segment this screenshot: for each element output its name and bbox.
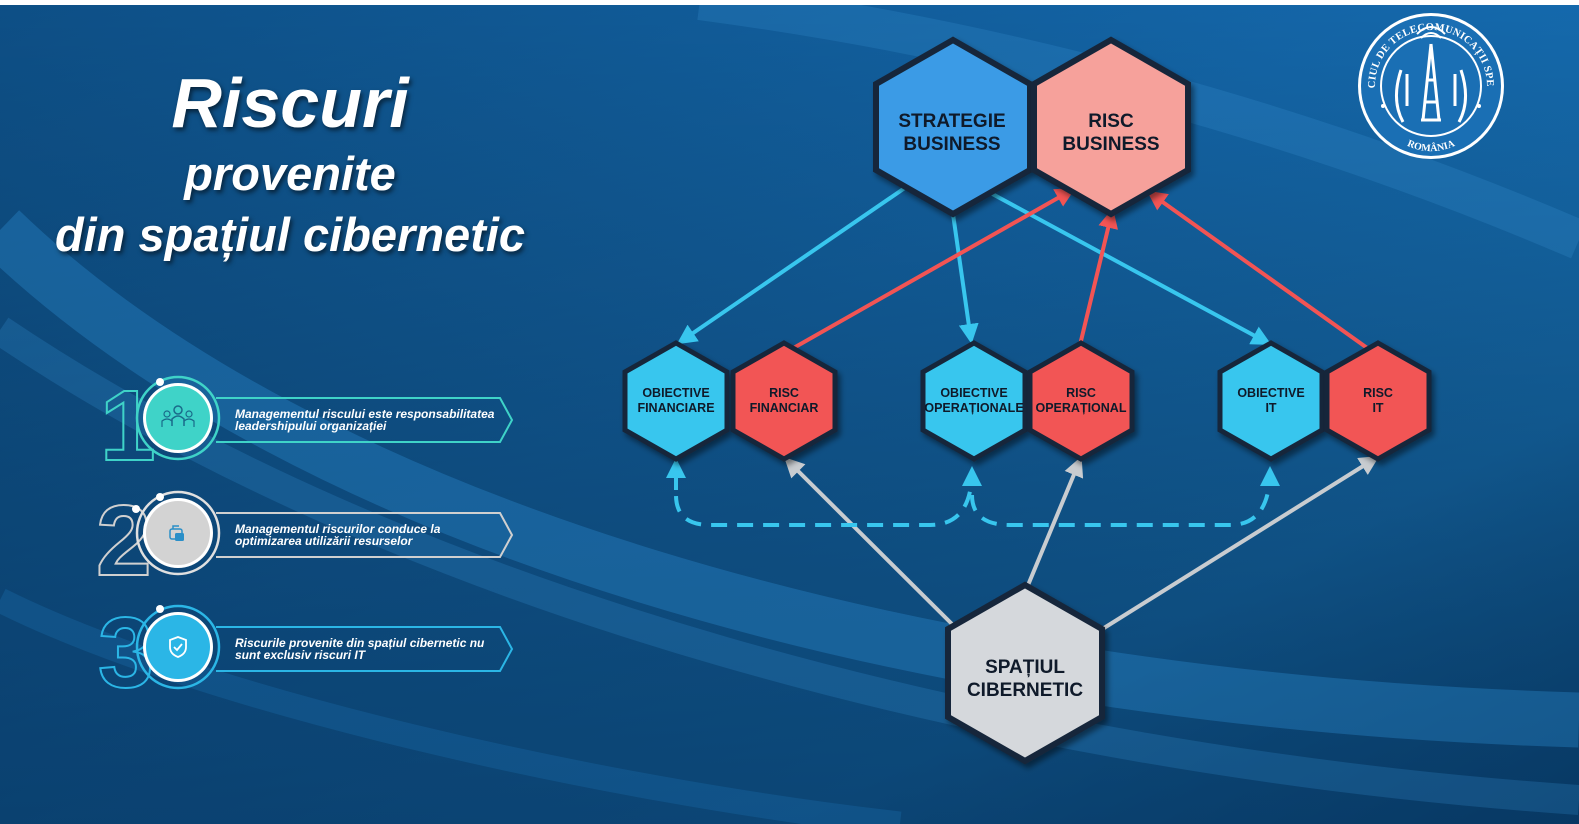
arrow-risc-financiar-to-business: [789, 188, 1076, 352]
hex-obiective-it: [1217, 340, 1325, 462]
arrow-strategy-to-obj-it: [984, 188, 1272, 345]
risc-business-line1: RISC: [1088, 111, 1134, 132]
risc-operational-line1: RISC: [1066, 386, 1096, 400]
hex-risc-operational: [1027, 340, 1135, 462]
page-subtitle-1: provenite: [184, 147, 396, 200]
card-text-3: Riscurile provenite din spațiul cibernet…: [235, 636, 485, 662]
spatiul-line2: CIBERNETIC: [967, 680, 1083, 701]
dashed-link-operationale-it: [970, 466, 1280, 527]
arrow-strategy-to-obj-operationale: [950, 206, 979, 344]
page-title: Riscuri: [171, 64, 409, 142]
obiective-it-line1: OBIECTIVE: [1237, 386, 1304, 400]
risc-business-line2: BUSINESS: [1062, 134, 1159, 155]
spatiul-line1: SPAȚIUL: [985, 657, 1065, 678]
obiective-operationale-line1: OBIECTIVE: [940, 386, 1007, 400]
info-card-1: 1 Managementul riscului este responsabil…: [92, 369, 522, 483]
hex-spatiul-cibernetic: [945, 581, 1105, 765]
arrow-cyber-to-risc-financiar: [784, 457, 962, 634]
arrow-risc-operational-to-business: [1078, 208, 1118, 346]
sts-emblem-logo: SERVICIUL DE TELECOMUNICAȚII SPECIALE RO…: [1355, 10, 1504, 159]
signal-icon: [1416, 26, 1446, 39]
dashed-link-financiare-operationale: [674, 466, 982, 527]
emblem-bottom-text: ROMÂNIA: [1406, 138, 1458, 154]
arrow-strategy-to-obj-financiare: [676, 181, 914, 345]
title-block: Riscuri provenite din spațiul cibernetic: [20, 62, 560, 266]
svg-text:ROMÂNIA: ROMÂNIA: [1406, 138, 1458, 154]
top-white-strip: [0, 0, 1579, 5]
torch-icon: [1405, 74, 1457, 106]
risc-financiar-line1: RISC: [769, 386, 799, 400]
info-card-2: 2 Managementul riscurilor conduce la opt…: [92, 484, 522, 598]
hex-obiective-financiare: [622, 340, 730, 462]
hex-risc-business: [1031, 36, 1191, 218]
obiective-operationale-line2: OPERAȚIONALE: [924, 401, 1023, 415]
strategie-line1: STRATEGIE: [898, 111, 1005, 132]
tower-icon: [1421, 43, 1441, 122]
card-text-2: Managementul riscurilor conduce la optim…: [235, 522, 441, 548]
hex-obiective-operationale: [920, 340, 1028, 462]
obiective-financiare-line2: FINANCIARE: [637, 401, 714, 415]
obiective-it-line2: IT: [1265, 401, 1276, 415]
strategie-line2: BUSINESS: [903, 134, 1000, 155]
info-card-3: 3 Riscurile provenite din spațiul cibern…: [92, 596, 522, 710]
risc-operational-line2: OPERAȚIONAL: [1036, 401, 1127, 415]
arrow-cyber-to-risc-operational: [1024, 456, 1084, 591]
hex-risc-it: [1324, 340, 1432, 462]
card-number-2: 2: [96, 485, 152, 597]
resources-icon: [146, 501, 210, 565]
obiective-financiare-line1: OBIECTIVE: [642, 386, 709, 400]
risc-it-line2: IT: [1372, 401, 1383, 415]
risc-financiar-line2: FINANCIAR: [750, 401, 819, 415]
arrow-risc-it-to-business: [1146, 190, 1372, 352]
shield-icon: [146, 615, 210, 679]
arrow-cyber-to-risc-it: [1094, 455, 1380, 635]
hex-risc-financiar: [730, 340, 838, 462]
card-text-1: Managementul riscului este responsabilit…: [235, 407, 495, 433]
laurel-icon: [1395, 69, 1467, 123]
risc-it-line1: RISC: [1363, 386, 1393, 400]
page-subtitle-2: din spațiul cibernetic: [54, 208, 526, 261]
hex-strategie-business: [873, 36, 1033, 218]
people-icon: [146, 386, 210, 450]
